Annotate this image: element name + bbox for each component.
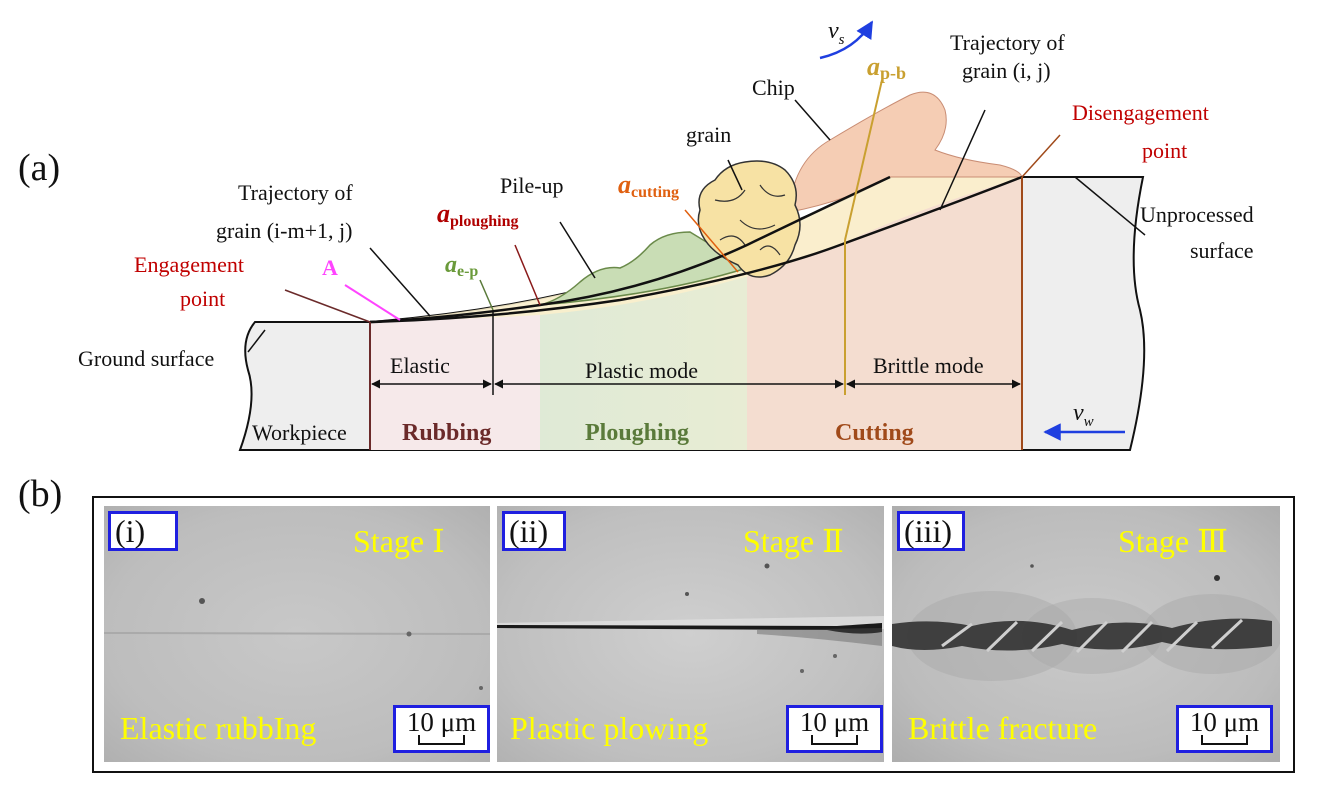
stage-i-label: Stage Ⅰ [353,523,445,559]
grain-label: grain [686,122,731,147]
vs-arrow [819,20,874,60]
unprocessed-label-2: surface [1190,238,1254,263]
scalebar-ii: 10 μm [786,705,883,753]
panel-iii-label: (iii) [897,511,965,551]
stage-iii-label: Stage Ⅲ [1118,523,1228,559]
removed-material [370,177,1022,322]
chip-label: Chip [752,75,795,100]
engagement-label-1: Engagement [134,252,244,277]
engagement-label-2: point [180,286,225,311]
elastic-mode-label: Elastic [390,353,450,378]
panel-i-label: (i) [108,511,178,551]
trajectory-im1-label-1: Trajectory of [238,180,353,205]
unprocessed-label-1: Unprocessed [1140,202,1254,227]
panel-b-label: (b) [18,473,63,515]
cutting-label: Cutting [835,420,914,446]
a-ep-label: ae-p [445,252,478,280]
micrograph-frame [92,496,1295,773]
brittle-mode-label: Brittle mode [873,353,984,378]
caption-ii: Plastic plowing [510,710,709,746]
scalebar-i: 10 μm [393,705,490,753]
panel-ii-label: (ii) [502,511,566,551]
pileup-shape [539,231,749,306]
point-a-label: A [322,255,338,280]
disengagement-label-1: Disengagement [1072,100,1209,125]
ground-surface-label: Ground surface [78,346,214,371]
a-cutting-label: acutting [618,170,679,201]
stage-ii-label: Stage Ⅱ [743,523,844,559]
caption-iii: Brittle fracture [908,710,1098,746]
trajectory-im1-label-2: grain (i-m+1, j) [216,218,352,243]
disengagement-label-2: point [1142,138,1187,163]
trajectory-ij-label-1: Trajectory of [950,30,1065,55]
workpiece-label: Workpiece [252,420,347,445]
plastic-mode-label: Plastic mode [585,358,698,383]
scalebar-iii: 10 μm [1176,705,1273,753]
rubbing-label: Rubbing [402,420,491,446]
panel-a-label: (a) [18,147,60,189]
pileup-label: Pile-up [500,173,564,198]
a-ploughing-label: aploughing [437,199,518,230]
trajectory-im1 [369,175,891,324]
vs-label: vs [828,18,845,48]
caption-i: Elastic rubbIng [120,710,317,746]
rubbing-region [370,305,540,450]
trajectory-ij-label-2: grain (i, j) [962,58,1051,83]
a-pb-label: ap-b [867,52,906,83]
schematic-diagram: (a) vs Chip grain Pile-up ap-b Trajector… [18,18,1254,451]
ploughing-label: Ploughing [585,420,689,446]
vw-label: vw [1073,400,1094,430]
